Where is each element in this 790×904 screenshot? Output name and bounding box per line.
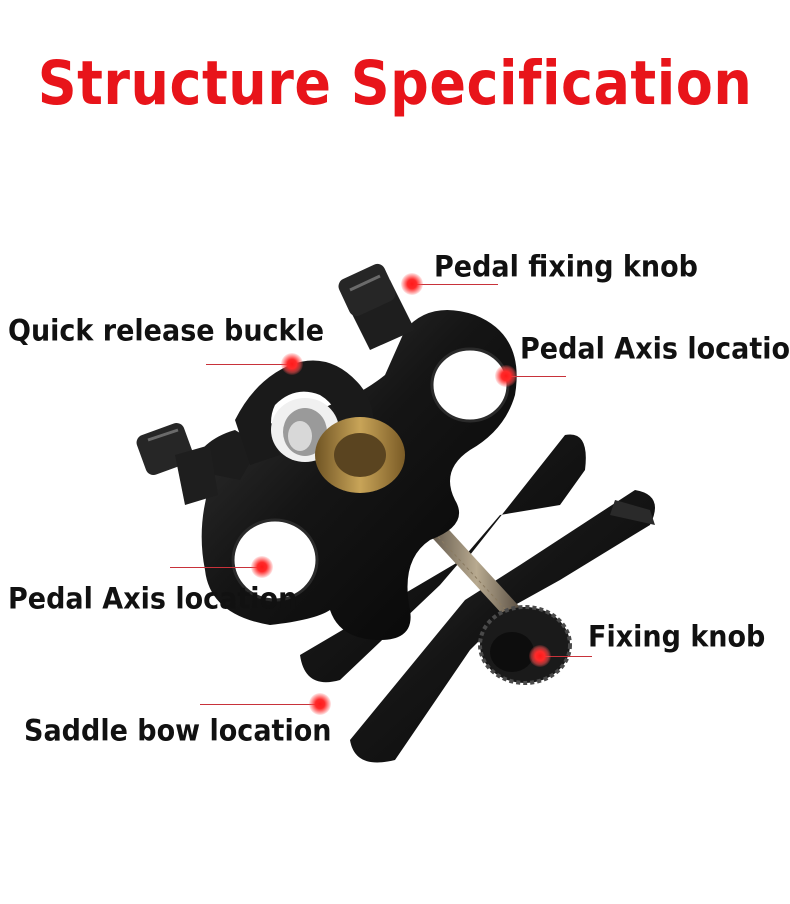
leader-quick-release-buckle (206, 364, 292, 365)
label-pedal-fixing-knob: Pedal fixing knob (434, 250, 698, 285)
dot-saddle-bow (309, 693, 331, 715)
pedal-fixing-knob-left (136, 422, 218, 505)
leader-fixing-knob (540, 656, 592, 657)
label-saddle-bow-location: Saddle bow location (24, 714, 332, 749)
dot-pedal-axis-left (251, 556, 273, 578)
leader-saddle-bow (200, 704, 320, 705)
label-fixing-knob: Fixing knob (588, 620, 766, 655)
leader-pedal-axis-right (506, 376, 566, 377)
page-title: Structure Specification (37, 48, 753, 119)
label-pedal-axis-location-right: Pedal Axis location (520, 332, 790, 367)
leader-pedal-fixing-knob (412, 284, 498, 285)
label-pedal-axis-location-left: Pedal Axis location (8, 582, 298, 617)
dot-pedal-axis-right (495, 365, 517, 387)
dot-quick-release-buckle (281, 353, 303, 375)
dot-fixing-knob (529, 645, 551, 667)
brass-collar (315, 417, 405, 493)
leader-pedal-axis-left (170, 567, 262, 568)
label-quick-release-buckle: Quick release buckle (8, 314, 325, 349)
pedal-axis-hole-left (231, 518, 319, 602)
pedal-fixing-knob-upper (338, 263, 415, 350)
fixing-knob-wheel (478, 605, 572, 685)
dot-pedal-fixing-knob (401, 273, 423, 295)
clamp-jaw-front (350, 490, 655, 763)
pedal-axis-hole-right (430, 347, 510, 423)
